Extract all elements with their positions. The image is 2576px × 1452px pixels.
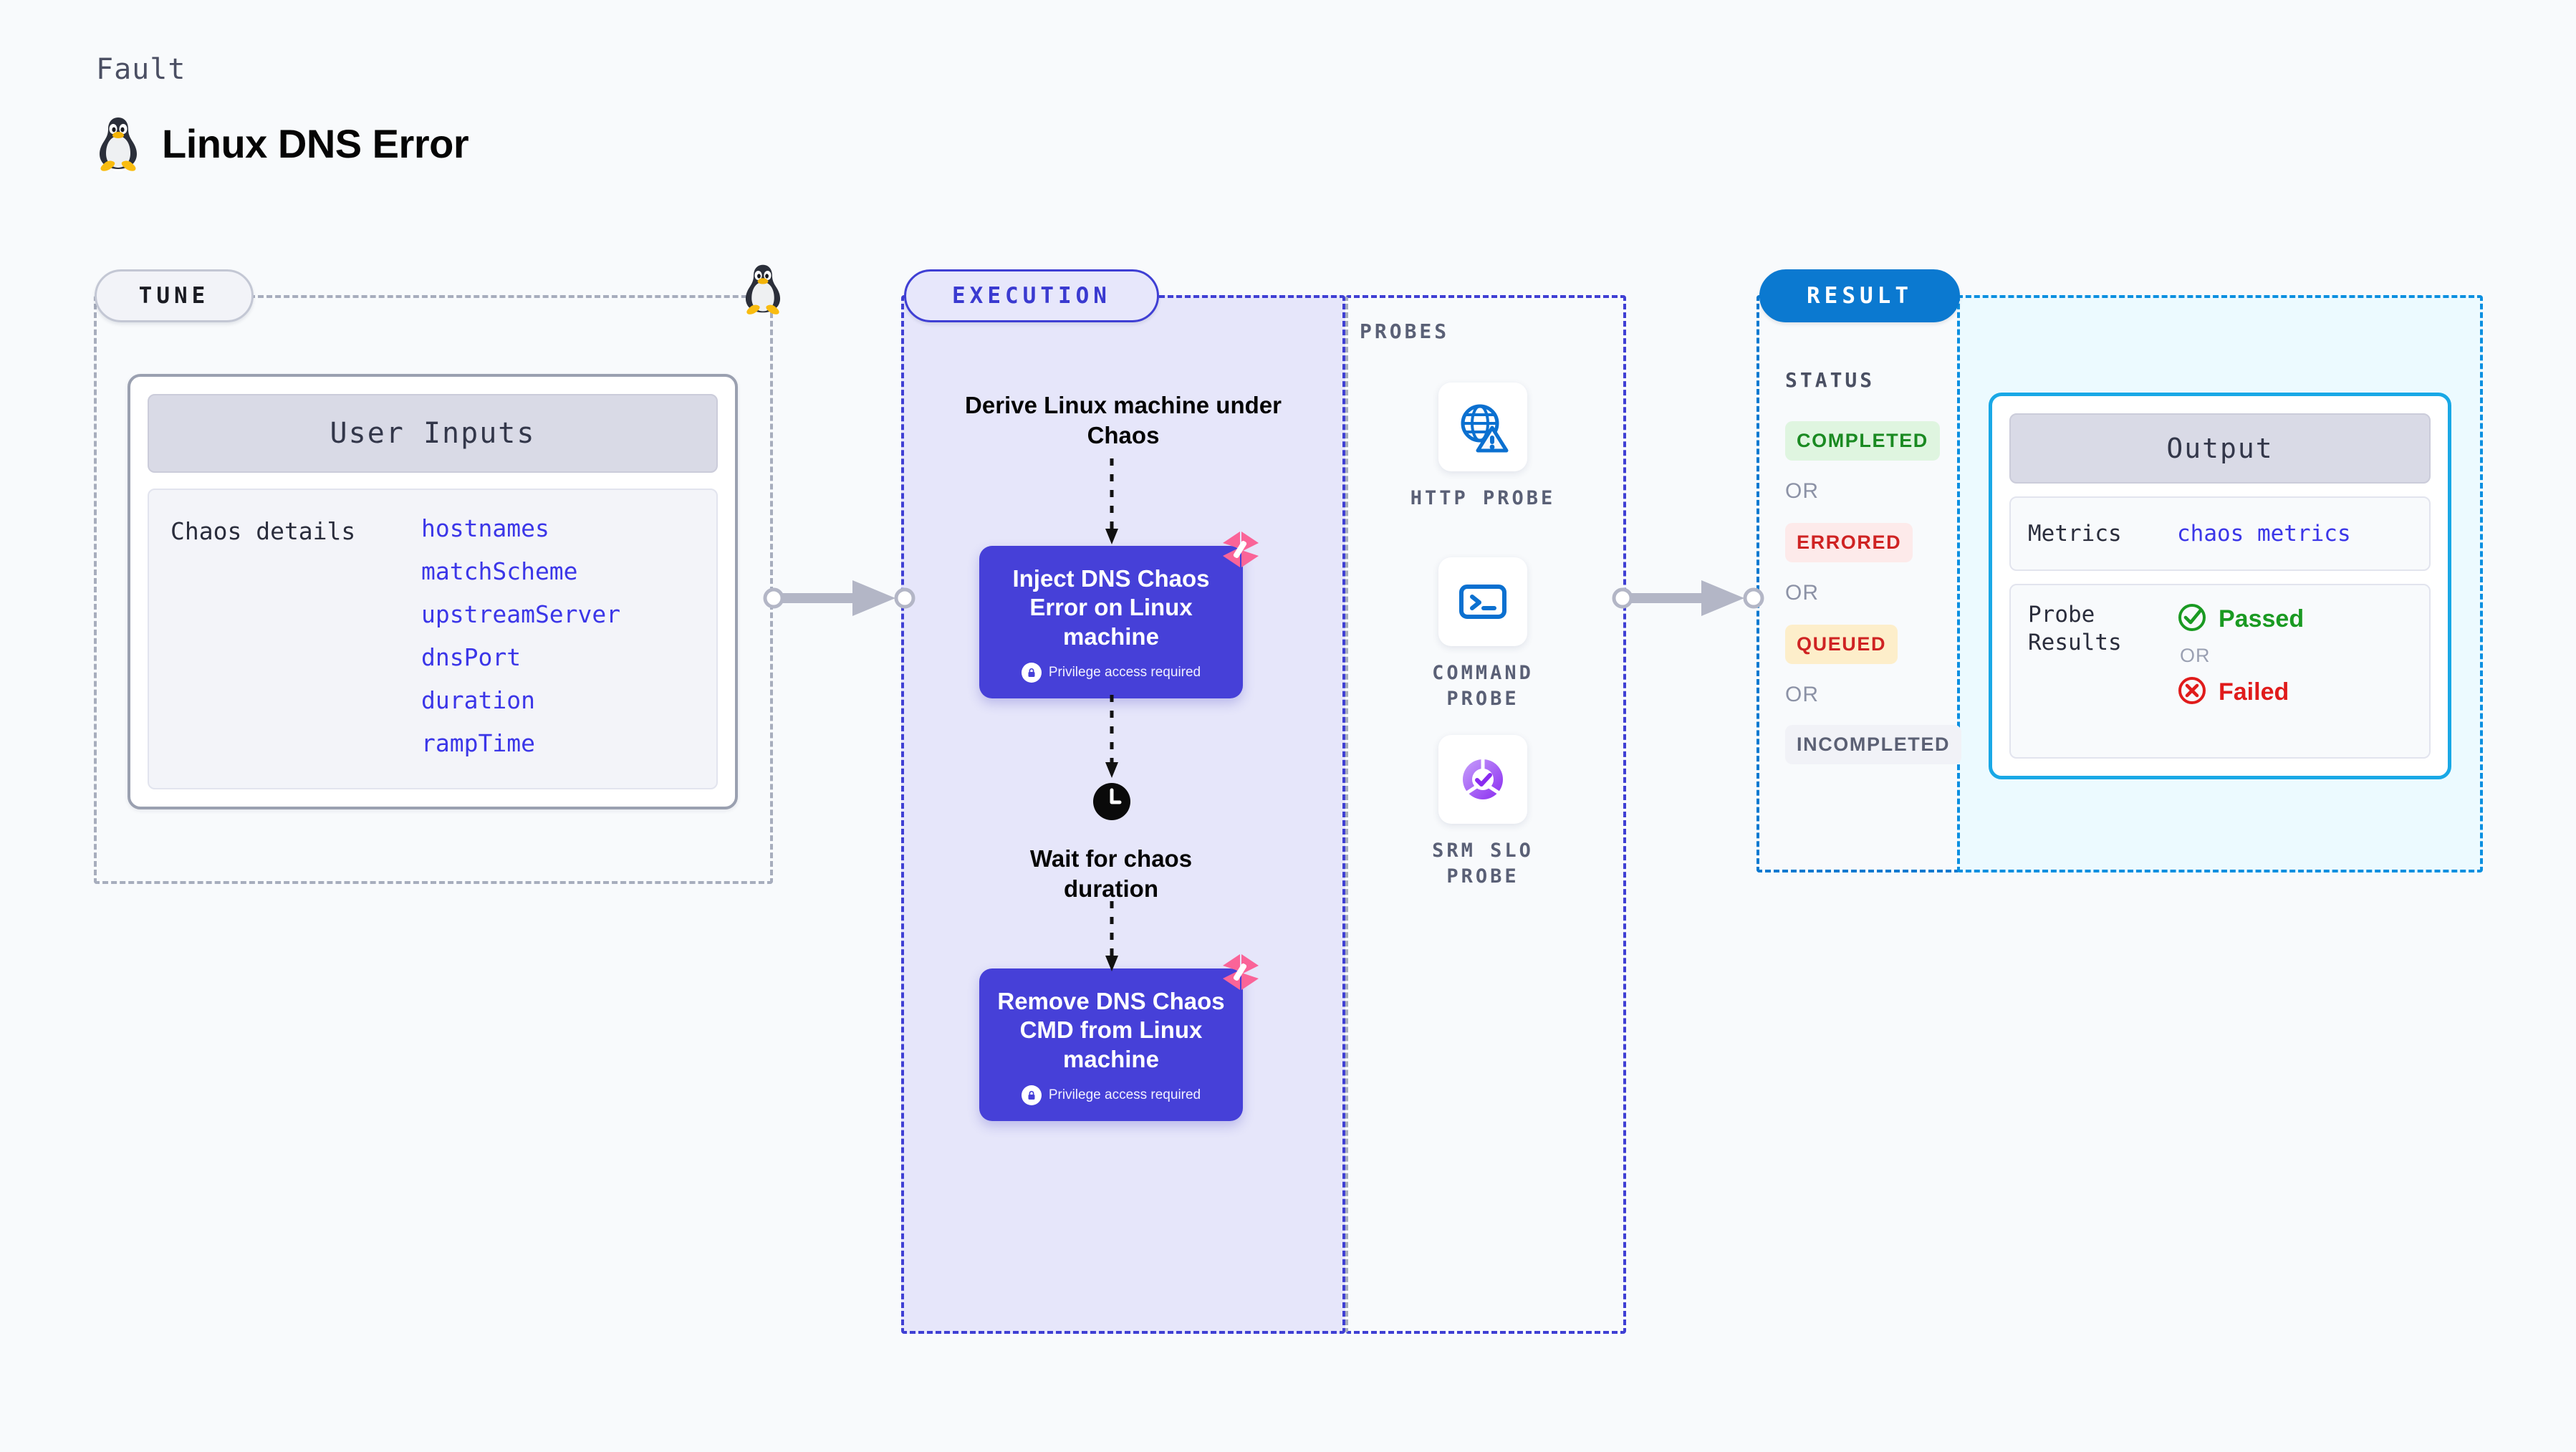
status-section-label: STATUS <box>1785 368 1875 392</box>
probe-command[interactable]: COMMAND PROBE <box>1390 557 1576 713</box>
chaos-details-label: Chaos details <box>170 517 356 545</box>
node-privilege-text: Privilege access required <box>1048 664 1201 680</box>
lock-icon <box>1021 1085 1042 1105</box>
terminal-icon <box>1438 557 1527 646</box>
connector-probes-to-result <box>1612 580 1764 616</box>
status-or-3: OR <box>1785 683 1819 706</box>
node-inject-dns-chaos[interactable]: Inject DNS Chaos Error on Linux machine … <box>979 532 1259 698</box>
wait-for-chaos-label: Wait for chaos duration <box>1029 845 1193 903</box>
linux-penguin-icon <box>96 115 140 172</box>
x-circle-icon <box>2177 675 2207 709</box>
page-kicker: Fault <box>96 53 186 86</box>
probe-result-values: Passed OR Failed <box>2177 601 2304 709</box>
param-ramptime[interactable]: rampTime <box>421 729 535 757</box>
globe-warning-icon <box>1438 383 1527 471</box>
status-or-2: OR <box>1785 581 1819 605</box>
param-dnsport[interactable]: dnsPort <box>421 643 522 671</box>
stage-badge-execution[interactable]: EXECUTION <box>904 269 1159 322</box>
probe-result-failed: Failed <box>2177 675 2304 709</box>
output-metrics-value[interactable]: chaos metrics <box>2177 521 2351 547</box>
param-duration[interactable]: duration <box>421 686 535 714</box>
slo-donut-check-icon <box>1438 735 1527 824</box>
node-remove-dns-chaos[interactable]: Remove DNS Chaos CMD from Linux machine … <box>979 954 1259 1121</box>
node-privilege-note: Privilege access required <box>994 662 1229 683</box>
status-badge-queued: QUEUED <box>1785 625 1898 664</box>
probe-srm-slo-label: SRM SLO PROBE <box>1432 840 1534 888</box>
status-or-1: OR <box>1785 479 1819 503</box>
output-probe-results-key: Probe Results <box>2028 602 2122 655</box>
param-hostnames[interactable]: hostnames <box>421 514 549 542</box>
output-card: Output Metrics chaos metrics Probe Resul… <box>1989 393 2451 779</box>
linux-penguin-corner-icon <box>741 262 784 319</box>
probe-result-passed: Passed <box>2177 602 2304 636</box>
user-inputs-title: User Inputs <box>148 394 718 473</box>
probes-section-label: PROBES <box>1360 319 1450 343</box>
flow-arrow-3 <box>1105 901 1118 971</box>
harness-logo-icon <box>1219 527 1263 575</box>
probe-command-label: COMMAND PROBE <box>1432 662 1534 711</box>
flow-arrow-2 <box>1105 695 1118 778</box>
harness-logo-icon <box>1219 950 1263 998</box>
probe-srm-slo[interactable]: SRM SLO PROBE <box>1390 735 1576 890</box>
probe-result-passed-label: Passed <box>2219 605 2305 633</box>
clock-icon <box>1092 782 1131 824</box>
output-row-metrics: Metrics chaos metrics <box>2009 496 2431 571</box>
check-circle-icon <box>2177 602 2207 636</box>
status-badge-completed: COMPLETED <box>1785 421 1940 461</box>
user-inputs-card: User Inputs Chaos details hostnames matc… <box>128 374 738 809</box>
connector-tune-to-execution <box>763 580 915 616</box>
status-badge-errored: ERRORED <box>1785 523 1913 562</box>
execution-start-label: Derive Linux machine under Chaos <box>965 392 1282 449</box>
output-row-probe-results: Probe Results Passed OR <box>2009 584 2431 759</box>
user-inputs-body: Chaos details hostnames matchScheme upst… <box>148 489 718 789</box>
output-title: Output <box>2009 413 2431 484</box>
flow-arrow-1 <box>1105 458 1118 544</box>
node-title: Inject DNS Chaos Error on Linux machine <box>1012 565 1210 650</box>
param-matchscheme[interactable]: matchScheme <box>421 557 578 585</box>
stage-badge-tune[interactable]: TUNE <box>95 269 254 322</box>
param-upstreamserver[interactable]: upstreamServer <box>421 600 621 628</box>
output-metrics-key: Metrics <box>2028 520 2122 547</box>
lock-icon <box>1021 662 1042 683</box>
node-privilege-text: Privilege access required <box>1048 1087 1201 1102</box>
probe-result-failed-label: Failed <box>2219 678 2289 706</box>
status-badge-incompleted: INCOMPLETED <box>1785 725 1962 764</box>
probe-http-label: HTTP PROBE <box>1410 487 1556 509</box>
chaos-parameter-list: hostnames matchScheme upstreamServer dns… <box>421 514 620 774</box>
page-title-row: Linux DNS Error <box>96 115 469 172</box>
stage-badge-result[interactable]: RESULT <box>1759 269 1960 322</box>
probe-result-or: OR <box>2180 645 2211 666</box>
page-title: Linux DNS Error <box>162 120 469 166</box>
node-privilege-note: Privilege access required <box>994 1085 1229 1105</box>
node-title: Remove DNS Chaos CMD from Linux machine <box>997 988 1225 1072</box>
probe-http[interactable]: HTTP PROBE <box>1390 383 1576 511</box>
